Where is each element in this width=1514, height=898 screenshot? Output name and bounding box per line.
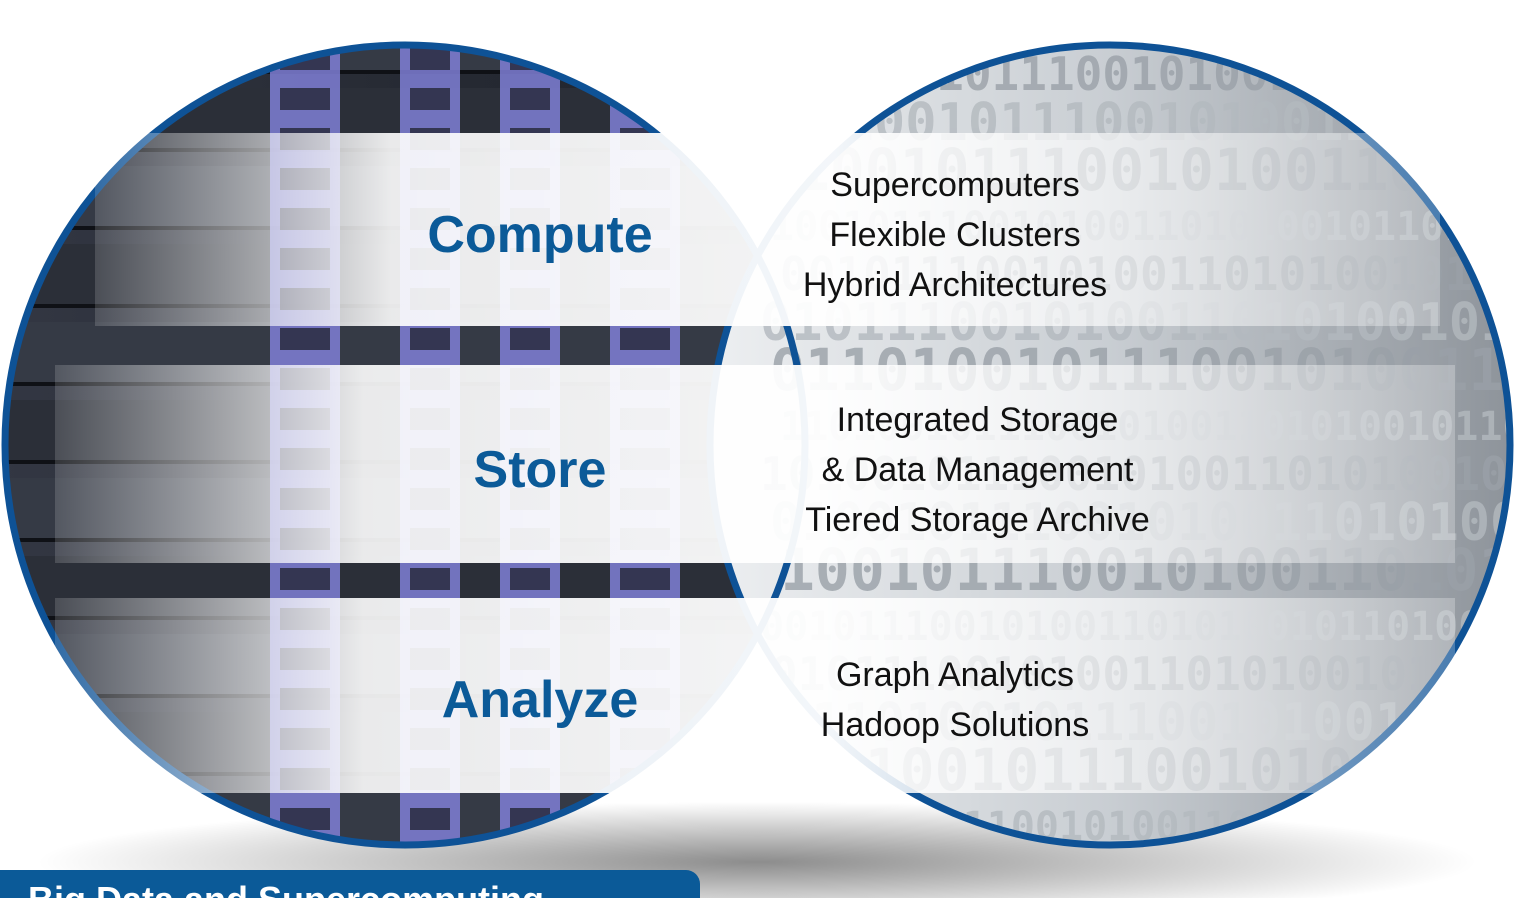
band-item: Hadoop Solutions [820,706,1090,744]
rack-vent [620,48,670,70]
rack-vent [620,328,670,350]
band-item: Integrated Storage [836,401,1119,439]
rack-vent [410,48,450,70]
rack-vent [620,8,670,30]
rack-vent [410,328,450,350]
band-items: Integrated Storage & Data Management Tie… [695,395,1215,545]
band-items: Supercomputers Flexible Clusters Hybrid … [695,160,1215,310]
rack-vent [620,568,670,590]
band-store: Store Integrated Storage & Data Manageme… [385,395,1215,545]
rack-vent [410,568,450,590]
rack-vent [410,88,450,110]
rack-vent [280,568,330,590]
band-analyze-bg [55,598,1455,793]
rack-vent [510,88,550,110]
rack-vent [280,8,330,30]
rack-vent [280,808,330,830]
footer-title-tab: Big Data and Supercomputing [0,870,700,898]
band-analyze: Analyze Graph Analytics Hadoop Solutions [385,650,1215,750]
footer-title: Big Data and Supercomputing [28,880,544,898]
band-label: Analyze [441,671,639,729]
band-items: Graph Analytics Hadoop Solutions [695,650,1215,750]
band-item: Supercomputers [830,166,1080,204]
rack-vent [410,808,450,830]
rack-vent [410,8,450,30]
rack-vent [620,88,670,110]
band-item: Flexible Clusters [829,216,1081,254]
rack-vent [510,328,550,350]
band-compute: Compute Supercomputers Flexible Clusters… [385,160,1215,310]
rack-vent [280,88,330,110]
band-item: Hybrid Architectures [802,266,1108,304]
rack-vent [280,328,330,350]
rack-vent [510,568,550,590]
band-compute-bg [95,133,1440,326]
rack-vent [510,8,550,30]
band-label: Compute [427,206,653,264]
band-label: Store [473,441,607,499]
band-store-bg [55,365,1455,563]
band-item: Tiered Storage Archive [805,501,1150,539]
band-item: Graph Analytics [835,656,1075,694]
band-item: & Data Management [821,451,1134,489]
